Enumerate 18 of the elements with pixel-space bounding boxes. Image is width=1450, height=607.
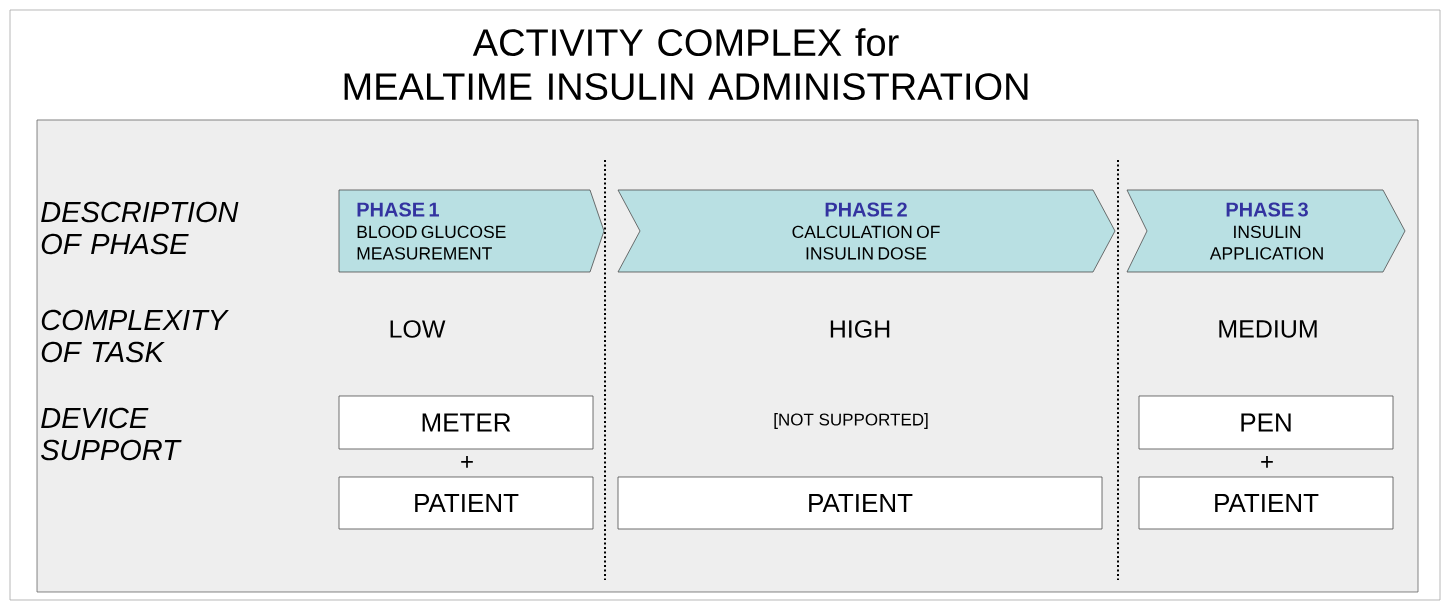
device-box: METER [338,395,594,450]
row-heading: COMPLEXITY OF TASK [41,309,229,363]
complexity-level: HIGH [830,320,890,338]
complexity-level: LOW [390,320,446,338]
phase-step: PHASE 3 INSULIN APPLICATION [1126,189,1406,273]
device-box: PATIENT [1138,476,1394,530]
complexity-level: MEDIUM [1219,320,1317,338]
device-box: PATIENT [617,476,1103,530]
plus-sign: + [461,456,473,468]
phase-step: PHASE 1 BLOOD GLUCOSE MEASUREMENT [338,189,605,273]
phase-step: PHASE 2 CALCULATION OF INSULIN DOSE [617,189,1116,273]
device-box: PATIENT [338,476,594,530]
note: [NOT SUPPORTED] [774,413,928,429]
row-heading: DEVICE SUPPORT [41,407,182,461]
row-heading: DESCRIPTION OF PHASE [41,201,239,255]
title: ACTIVITY COMPLEX for MEALTIME INSULIN ADMINISTRATION [344,28,1028,101]
plus-sign: + [1261,456,1273,468]
device-box: PEN [1138,395,1394,450]
